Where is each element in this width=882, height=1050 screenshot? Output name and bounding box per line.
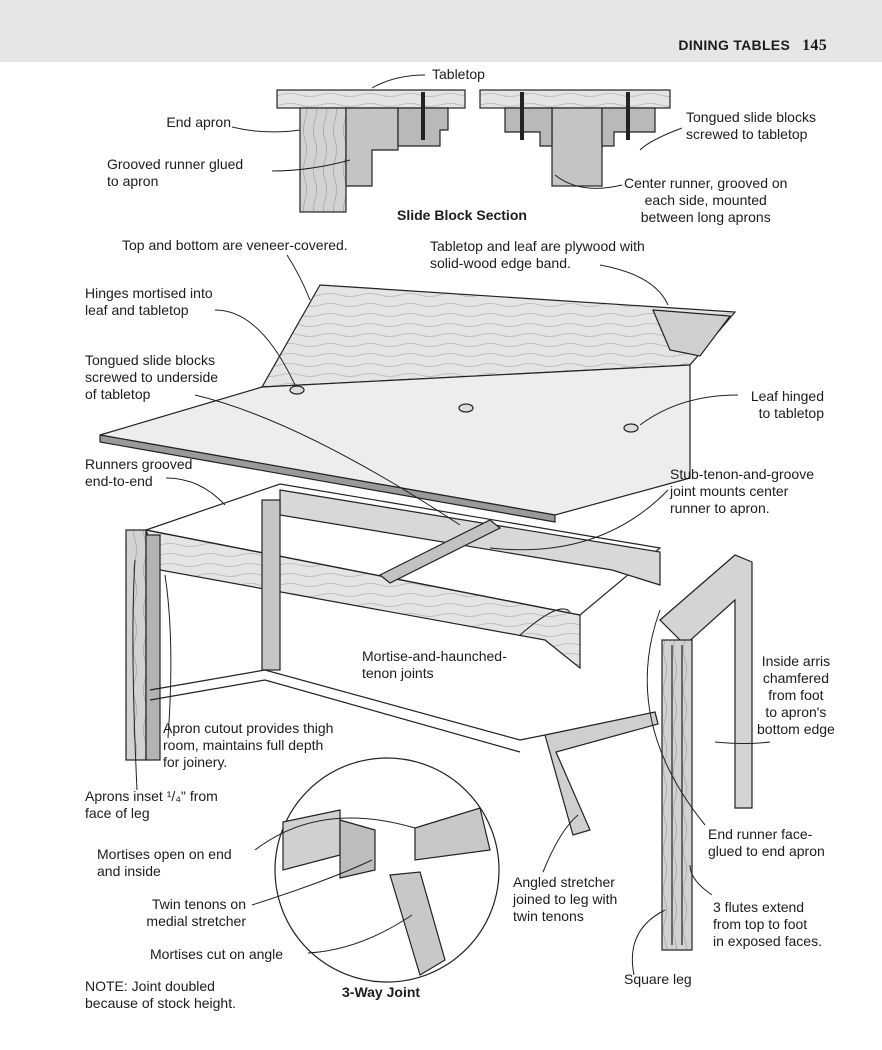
label-line: to apron's xyxy=(765,704,827,720)
table-base xyxy=(125,483,753,951)
label-line: solid-wood edge band. xyxy=(430,255,571,271)
label-line: joint mounts center xyxy=(670,483,789,499)
label-end-apron: End apron xyxy=(166,114,231,130)
caption-slide-block: Slide Block Section xyxy=(397,207,527,223)
label-line: joined to leg with xyxy=(513,891,618,907)
label-tabletop: Tabletop xyxy=(432,66,485,82)
label-line: Center runner, grooved on xyxy=(624,175,788,191)
label-line: Runners grooved xyxy=(85,456,193,472)
label-line: Tongued slide blocks xyxy=(85,352,215,368)
label-line: of tabletop xyxy=(85,386,151,402)
label-line: Aprons inset ¹/₄" from xyxy=(85,788,218,804)
label-line: screwed to underside xyxy=(85,369,219,385)
slide-block-right xyxy=(479,89,671,187)
label-line: Apron cutout provides thigh xyxy=(163,720,334,736)
slide-block-left xyxy=(276,89,466,213)
header-band xyxy=(0,0,882,62)
label-line: End runner face- xyxy=(708,826,813,842)
label-end-runner: End runner face-glued to end apron xyxy=(708,826,825,860)
label-line: bottom edge xyxy=(757,721,835,737)
label-veneer: Top and bottom are veneer-covered. xyxy=(122,237,348,253)
label-line: Angled stretcher xyxy=(513,874,615,890)
label-line: and inside xyxy=(97,863,161,879)
label-mortises-angle: Mortises cut on angle xyxy=(150,946,284,962)
label-line: from foot xyxy=(768,687,824,703)
tabletop-leaf xyxy=(99,284,737,523)
label-line: Twin tenons on xyxy=(151,896,246,912)
label-line: glued to end apron xyxy=(708,843,825,859)
label-line: between long aprons xyxy=(640,209,771,225)
label-line: twin tenons xyxy=(513,908,584,924)
label-line: medial stretcher xyxy=(146,913,246,929)
label-line: end-to-end xyxy=(85,473,153,489)
label-line: Mortise-and-haunched- xyxy=(362,648,507,664)
label-line: because of stock height. xyxy=(85,995,236,1011)
label-line: screwed to tabletop xyxy=(686,126,808,142)
label-line: to tabletop xyxy=(758,405,824,421)
caption-3-way-joint: 3-Way Joint xyxy=(342,984,421,1000)
joint-detail xyxy=(274,757,500,983)
leader-lines xyxy=(132,74,771,976)
label-line: face of leg xyxy=(85,805,150,821)
label-line: chamfered xyxy=(762,670,829,686)
label-line: Inside arris xyxy=(761,653,831,669)
label-mortise-haunched: Mortise-and-haunched-tenon joints xyxy=(362,648,507,682)
label-line: room, maintains full depth xyxy=(163,737,324,753)
label-line: Tongued slide blocks xyxy=(686,109,816,125)
label-line: Stub-tenon-and-groove xyxy=(670,466,814,482)
label-line: NOTE: Joint doubled xyxy=(85,978,215,994)
label-square-leg: Square leg xyxy=(624,971,692,987)
label-line: 3 flutes extend xyxy=(713,899,805,915)
label-line: Mortises open on end xyxy=(97,846,232,862)
label-line: Leaf hinged xyxy=(750,388,824,404)
label-line: each side, mounted xyxy=(644,192,767,208)
section-title: DINING TABLES xyxy=(678,37,791,53)
label-line: Hinges mortised into xyxy=(85,285,213,301)
label-line: in exposed faces. xyxy=(713,933,822,949)
label-line: to apron xyxy=(107,173,159,189)
label-line: Grooved runner glued xyxy=(107,156,244,172)
page-number: 145 xyxy=(802,37,827,54)
label-line: Tabletop and leaf are plywood with xyxy=(430,238,645,254)
running-head: DINING TABLES 145 xyxy=(678,37,827,55)
label-line: runner to apron. xyxy=(670,500,770,516)
label-line: tenon joints xyxy=(362,665,434,681)
label-line: leaf and tabletop xyxy=(85,302,189,318)
label-line: from top to foot xyxy=(713,916,808,932)
label-line: for joinery. xyxy=(163,754,228,770)
